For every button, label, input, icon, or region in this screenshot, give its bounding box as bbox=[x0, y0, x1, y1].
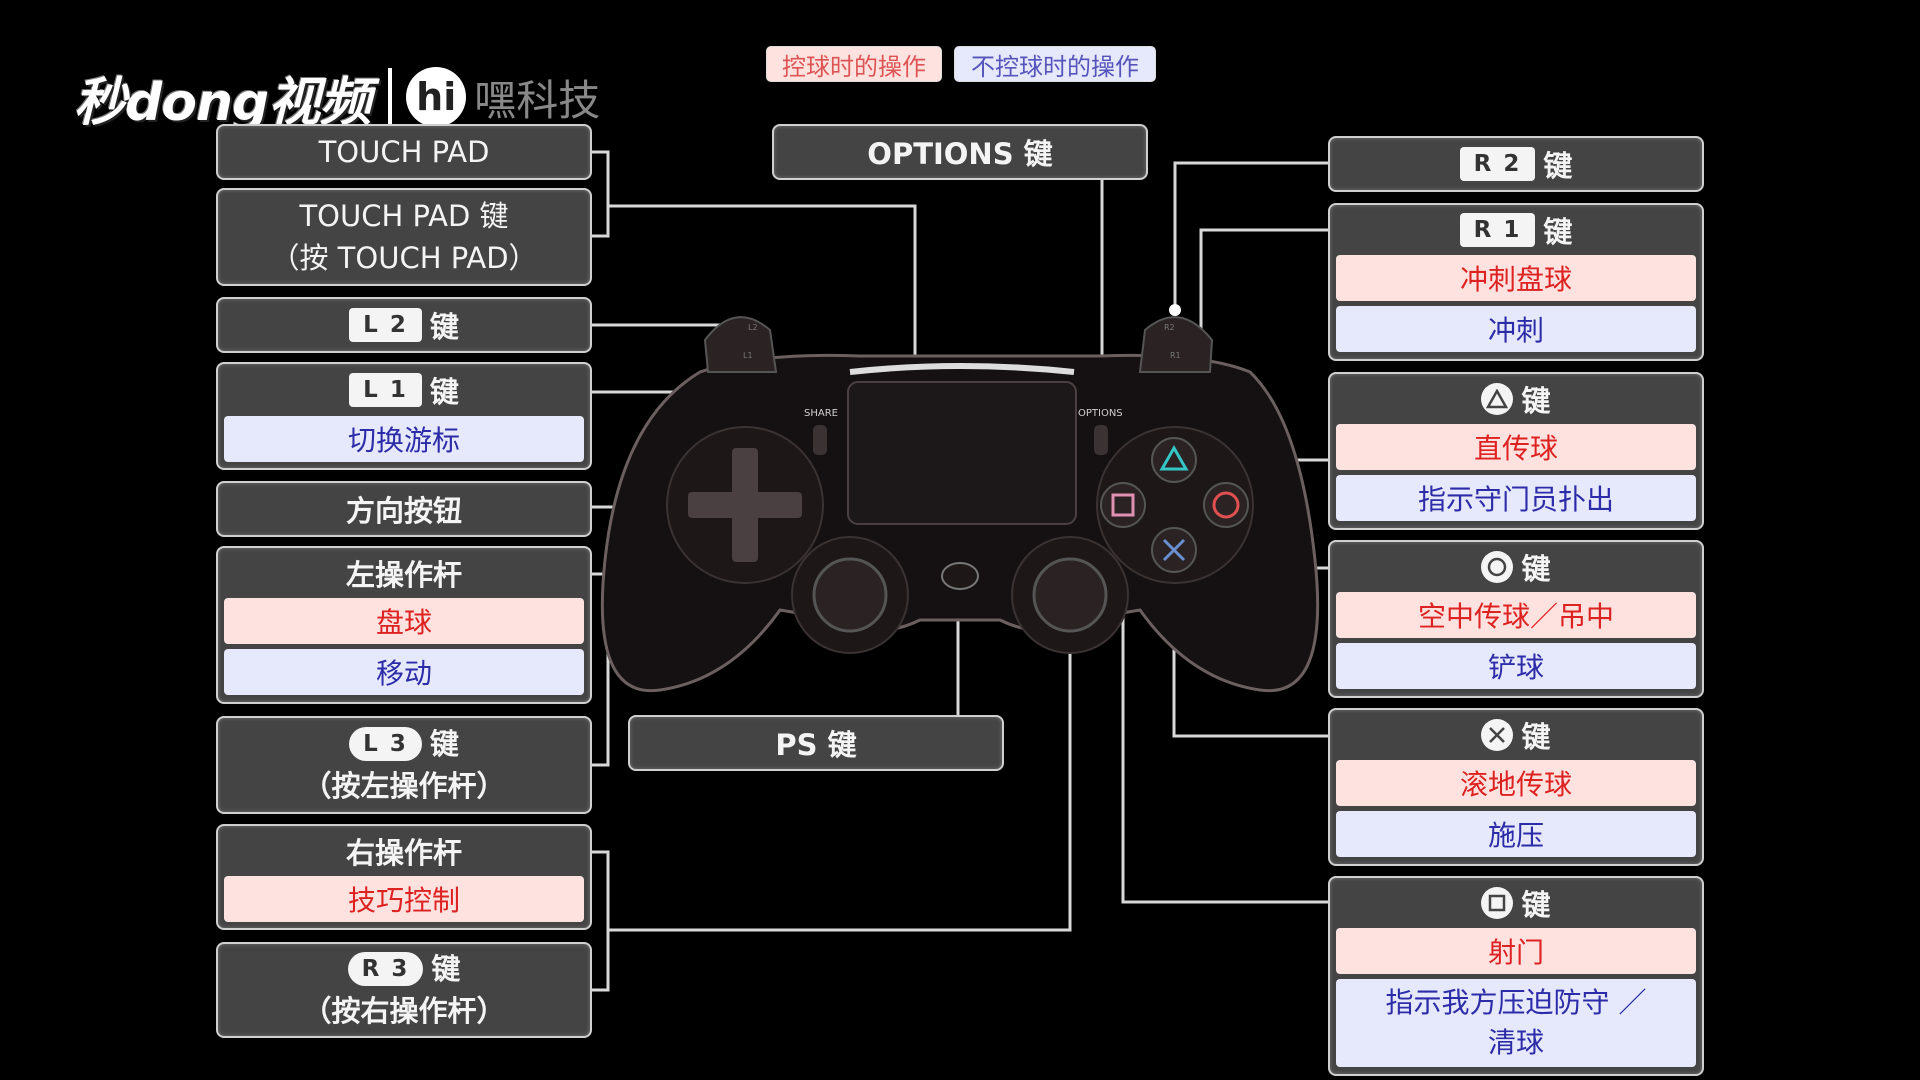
brand-logo-text: 秒dong视频 bbox=[74, 72, 371, 133]
triangle-button bbox=[1151, 437, 1197, 483]
r2-suffix: 键 bbox=[1543, 149, 1573, 183]
right-stick-label: 右操作杆 bbox=[345, 836, 462, 870]
box-cross: 键 滚地传球 施压 bbox=[1328, 708, 1704, 866]
square-no-control-action: 指示我方压迫防守 ／ 清球 bbox=[1336, 979, 1696, 1067]
watermark-logo: 秒dong视频 hi 嘿科技 bbox=[74, 62, 601, 133]
box-l2: L 2 键 bbox=[216, 297, 592, 353]
right-stick-control-action: 技巧控制 bbox=[224, 876, 584, 922]
l3-line2: （按左操作杆） bbox=[302, 769, 506, 803]
circle-button bbox=[1203, 482, 1249, 528]
l1-keycap: L 1 bbox=[349, 373, 422, 407]
triangle-no-control-action: 指示守门员扑出 bbox=[1336, 475, 1696, 521]
box-l3: L 3 键 （按左操作杆） bbox=[216, 716, 592, 814]
controller-body bbox=[600, 316, 1320, 693]
box-r3: R 3 键 （按右操作杆） bbox=[216, 942, 592, 1038]
cross-no-control-action: 施压 bbox=[1336, 811, 1696, 857]
box-left-stick: 左操作杆 盘球 移动 bbox=[216, 546, 592, 704]
l2-keycap: L 2 bbox=[349, 308, 422, 342]
box-touchpad-key: TOUCH PAD 键 （按 TOUCH PAD） bbox=[216, 188, 592, 286]
touchpad-key-line1: TOUCH PAD 键 bbox=[299, 199, 509, 233]
r1-tag: R1 bbox=[1170, 351, 1181, 360]
box-right-stick: 右操作杆 技巧控制 bbox=[216, 824, 592, 930]
share-label: SHARE bbox=[804, 408, 838, 419]
l1-suffix: 键 bbox=[429, 375, 459, 409]
options-key-label: OPTIONS 键 bbox=[867, 137, 1053, 171]
r2-keycap: R 2 bbox=[1459, 147, 1536, 181]
triangle-icon bbox=[1481, 383, 1514, 415]
box-r2: R 2 键 bbox=[1328, 136, 1704, 192]
triangle-suffix: 键 bbox=[1521, 384, 1551, 418]
box-l1: L 1 键 切换游标 bbox=[216, 362, 592, 470]
left-stick-label: 左操作杆 bbox=[345, 558, 462, 592]
left-stick-control-action: 盘球 bbox=[224, 598, 584, 644]
box-dpad: 方向按钮 bbox=[216, 481, 592, 537]
l1-tag: L1 bbox=[743, 351, 753, 360]
ps-key-label: PS 键 bbox=[775, 728, 857, 762]
square-no-control-line1: 指示我方压迫防守 ／ bbox=[1385, 986, 1647, 1019]
left-stick-no-control-action: 移动 bbox=[224, 649, 584, 695]
box-options: OPTIONS 键 bbox=[772, 124, 1148, 180]
l2-suffix: 键 bbox=[429, 310, 459, 344]
cross-icon bbox=[1481, 719, 1514, 751]
touchpad-key-line2: （按 TOUCH PAD） bbox=[270, 241, 538, 275]
l3-suffix: 键 bbox=[429, 727, 459, 761]
legend-control: 控球时的操作 bbox=[766, 46, 942, 82]
circle-icon bbox=[1481, 551, 1514, 583]
square-no-control-line2: 清球 bbox=[1487, 1026, 1544, 1059]
circle-no-control-action: 铲球 bbox=[1336, 643, 1696, 689]
box-circle: 键 空中传球／吊中 铲球 bbox=[1328, 540, 1704, 698]
r3-line2: （按右操作杆） bbox=[302, 994, 506, 1028]
square-icon bbox=[1481, 887, 1514, 919]
cross-button bbox=[1151, 527, 1197, 573]
cross-suffix: 键 bbox=[1521, 720, 1551, 754]
l1-no-control-action: 切换游标 bbox=[224, 416, 584, 462]
r3-keycap: R 3 bbox=[347, 952, 424, 986]
triangle-control-action: 直传球 bbox=[1336, 424, 1696, 470]
r1-control-action: 冲刺盘球 bbox=[1336, 255, 1696, 301]
touchpad-label: TOUCH PAD bbox=[318, 135, 490, 169]
box-triangle: 键 直传球 指示守门员扑出 bbox=[1328, 372, 1704, 530]
partner-logo-text: 嘿科技 bbox=[474, 75, 601, 125]
legend-no-control: 不控球时的操作 bbox=[954, 46, 1156, 82]
box-r1: R 1 键 冲刺盘球 冲刺 bbox=[1328, 203, 1704, 361]
r1-keycap: R 1 bbox=[1459, 213, 1536, 247]
box-ps: PS 键 bbox=[628, 715, 1004, 771]
cross-control-action: 滚地传球 bbox=[1336, 760, 1696, 806]
square-suffix: 键 bbox=[1521, 888, 1551, 922]
r3-suffix: 键 bbox=[431, 952, 461, 986]
square-control-action: 射门 bbox=[1336, 928, 1696, 974]
square-button bbox=[1100, 482, 1146, 528]
dpad-label: 方向按钮 bbox=[345, 494, 462, 528]
l2-tag: L2 bbox=[748, 323, 758, 332]
box-touchpad: TOUCH PAD bbox=[216, 124, 592, 180]
circle-suffix: 键 bbox=[1521, 552, 1551, 586]
hi-logo-icon: hi bbox=[406, 67, 467, 127]
options-label: OPTIONS bbox=[1078, 408, 1123, 419]
r1-suffix: 键 bbox=[1543, 215, 1573, 249]
r2-tag: R2 bbox=[1164, 323, 1175, 332]
r1-no-control-action: 冲刺 bbox=[1336, 306, 1696, 352]
circle-control-action: 空中传球／吊中 bbox=[1336, 592, 1696, 638]
l3-keycap: L 3 bbox=[349, 727, 422, 761]
logo-divider bbox=[388, 68, 393, 126]
box-square: 键 射门 指示我方压迫防守 ／ 清球 bbox=[1328, 876, 1704, 1076]
